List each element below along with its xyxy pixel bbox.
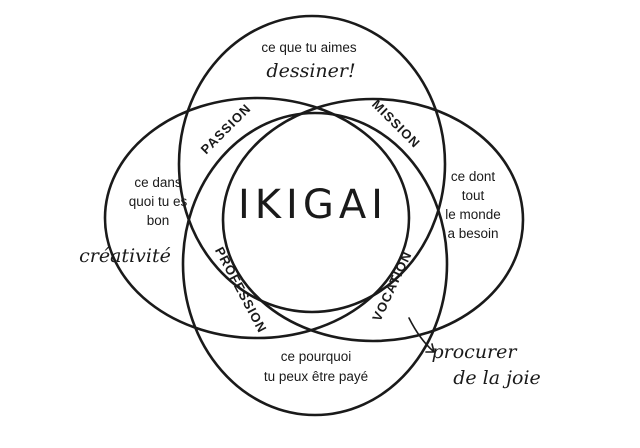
side-note-arrowhead — [425, 343, 435, 353]
right-circle-label-line-2: tout — [462, 188, 485, 203]
circle-bottom — [181, 111, 449, 417]
circle-top — [177, 14, 447, 314]
overlap-label-passion: PASSION — [198, 101, 254, 157]
overlap-label-vocation: VOCATION — [369, 249, 415, 324]
circle-right — [221, 97, 525, 343]
left-circle-label-line-1: ce dans — [134, 175, 182, 190]
top-circle-label: ce que tu aimes — [261, 40, 357, 55]
right-circle-label-line-3: le monde — [445, 207, 501, 222]
bottom-circle-label-line-2: tu peux être payé — [264, 369, 368, 384]
left-circle-label-line-2: quoi tu es — [129, 194, 188, 209]
circle-left — [103, 96, 411, 340]
right-circle-label-line-4: a besoin — [447, 226, 498, 241]
overlap-label-profession: PROFESSION — [212, 244, 270, 335]
top-circle-note: dessiner! — [266, 60, 355, 82]
side-note-line-2: de la joie — [453, 367, 541, 389]
right-circle-label-line-1: ce dont — [451, 169, 496, 184]
side-note-arrow — [408, 317, 434, 352]
left-circle-note: créativité — [79, 245, 171, 267]
left-circle-label-line-3: bon — [147, 213, 170, 228]
side-note-line-1: procurer — [432, 341, 519, 363]
bottom-circle-label-line-1: ce pourquoi — [281, 349, 352, 364]
center-title: IKIGAI — [238, 182, 388, 228]
